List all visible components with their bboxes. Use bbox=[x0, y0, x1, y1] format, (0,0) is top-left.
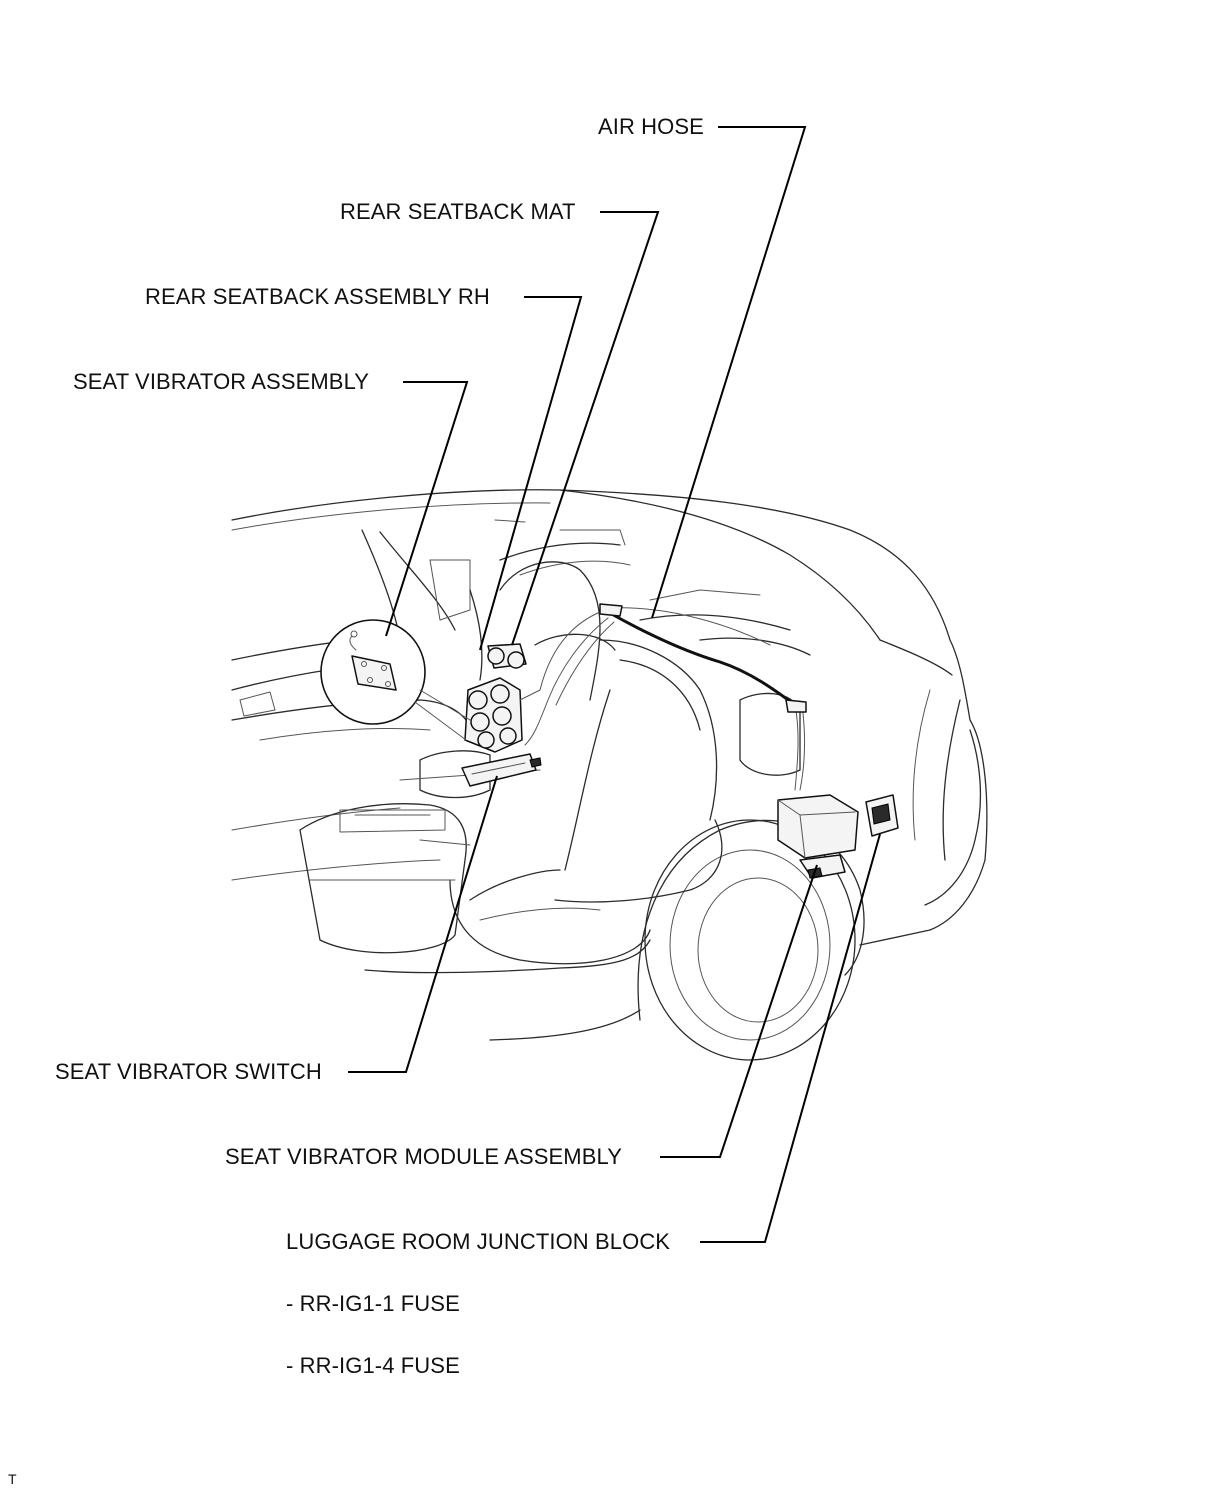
label-rear-seatback-assembly-rh: REAR SEATBACK ASSEMBLY RH bbox=[145, 284, 490, 309]
seat-vibrator-switch-part bbox=[461, 753, 542, 787]
leader-air-hose bbox=[651, 126, 807, 619]
rear-seatback-mat-part bbox=[487, 643, 527, 669]
footer-mark: T bbox=[8, 1471, 17, 1487]
junction-block-part bbox=[865, 794, 899, 837]
air-hose-part bbox=[524, 603, 807, 791]
leader-seat-vibrator-switch bbox=[348, 775, 498, 1073]
leader-rear-seatback-assembly bbox=[479, 296, 583, 651]
leader-rear-seatback-mat bbox=[511, 211, 660, 646]
leader-junction-block bbox=[700, 833, 881, 1243]
seat-vibrator-module-part bbox=[777, 794, 859, 879]
label-seat-vibrator-module-assembly: SEAT VIBRATOR MODULE ASSEMBLY bbox=[225, 1144, 622, 1169]
leader-lines bbox=[348, 126, 881, 1243]
label-luggage-room-junction-block: LUGGAGE ROOM JUNCTION BLOCK bbox=[286, 1229, 671, 1254]
label-fuse-rr-ig1-1: - RR-IG1-1 FUSE bbox=[286, 1291, 460, 1316]
seat-vibrator-inset bbox=[320, 619, 471, 741]
leader-seat-vibrator-assembly bbox=[385, 381, 469, 637]
seat-vibrator-assembly-part bbox=[464, 677, 541, 753]
label-seat-vibrator-switch: SEAT VIBRATOR SWITCH bbox=[55, 1059, 322, 1084]
label-air-hose: AIR HOSE bbox=[598, 114, 704, 139]
label-rear-seatback-mat: REAR SEATBACK MAT bbox=[340, 199, 576, 224]
car-body-outline bbox=[231, 489, 988, 1061]
label-fuse-rr-ig1-4: - RR-IG1-4 FUSE bbox=[286, 1353, 460, 1378]
label-seat-vibrator-assembly: SEAT VIBRATOR ASSEMBLY bbox=[73, 369, 370, 394]
leader-seat-vibrator-module bbox=[660, 864, 818, 1158]
